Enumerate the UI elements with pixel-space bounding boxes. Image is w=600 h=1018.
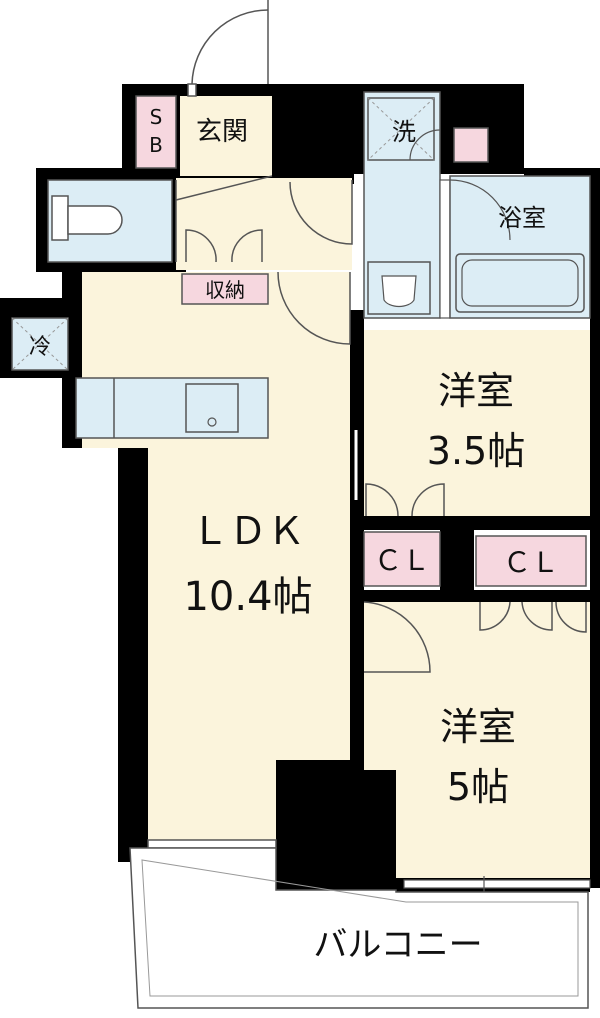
sink-icon (185, 383, 239, 433)
kitchen-counter (75, 377, 269, 439)
balcony-inner (141, 859, 579, 997)
laundry-label: 洗 (392, 118, 416, 146)
fridge (11, 317, 69, 371)
entrance-door (187, 0, 269, 97)
western2-floor (364, 602, 590, 878)
laundry-storage (453, 127, 489, 163)
western2-name: 洋室 (440, 705, 516, 749)
entrance-label: 玄関 (196, 117, 248, 147)
bathtub-icon (455, 253, 585, 313)
storage-label: 収納 (205, 278, 245, 302)
balcony-label: バルコニー (313, 925, 482, 965)
ldk-door (277, 271, 351, 345)
closet-1 (363, 531, 441, 587)
laundry-area (363, 91, 489, 319)
closet-2 (475, 535, 587, 587)
closet2-label: ＣＬ (503, 546, 559, 579)
hall-doors (185, 180, 353, 263)
storage (181, 273, 269, 305)
western2-door (363, 601, 431, 673)
ldk-size: 10.4帖 (183, 574, 312, 620)
shoe-box-label: S (150, 105, 163, 129)
entrance-step (175, 175, 273, 201)
western2-window (403, 876, 591, 892)
fridge-label: 冷 (29, 335, 51, 360)
washer-icon (367, 97, 435, 161)
toilet-tank-icon (51, 195, 69, 241)
western2-closet-doors (479, 601, 587, 633)
western2-size: 5帖 (447, 765, 509, 809)
western1-floor (364, 330, 590, 516)
western1-closet-doors (365, 483, 445, 517)
ldk-name: ＬＤＫ (191, 509, 305, 553)
closet1-label: ＣＬ (374, 544, 430, 577)
toilet-bowl-icon (67, 205, 123, 235)
bath (449, 175, 591, 319)
hall-floor (176, 178, 352, 270)
balcony (129, 847, 589, 1009)
shoe-box (135, 95, 177, 169)
shoe-box-label-b: B (149, 133, 163, 157)
bath-label: 浴室 (498, 204, 546, 232)
western1-name: 洋室 (438, 369, 514, 413)
toilet-room (47, 179, 177, 263)
western1-size: 3.5帖 (427, 429, 525, 473)
entrance-floor (180, 96, 272, 176)
